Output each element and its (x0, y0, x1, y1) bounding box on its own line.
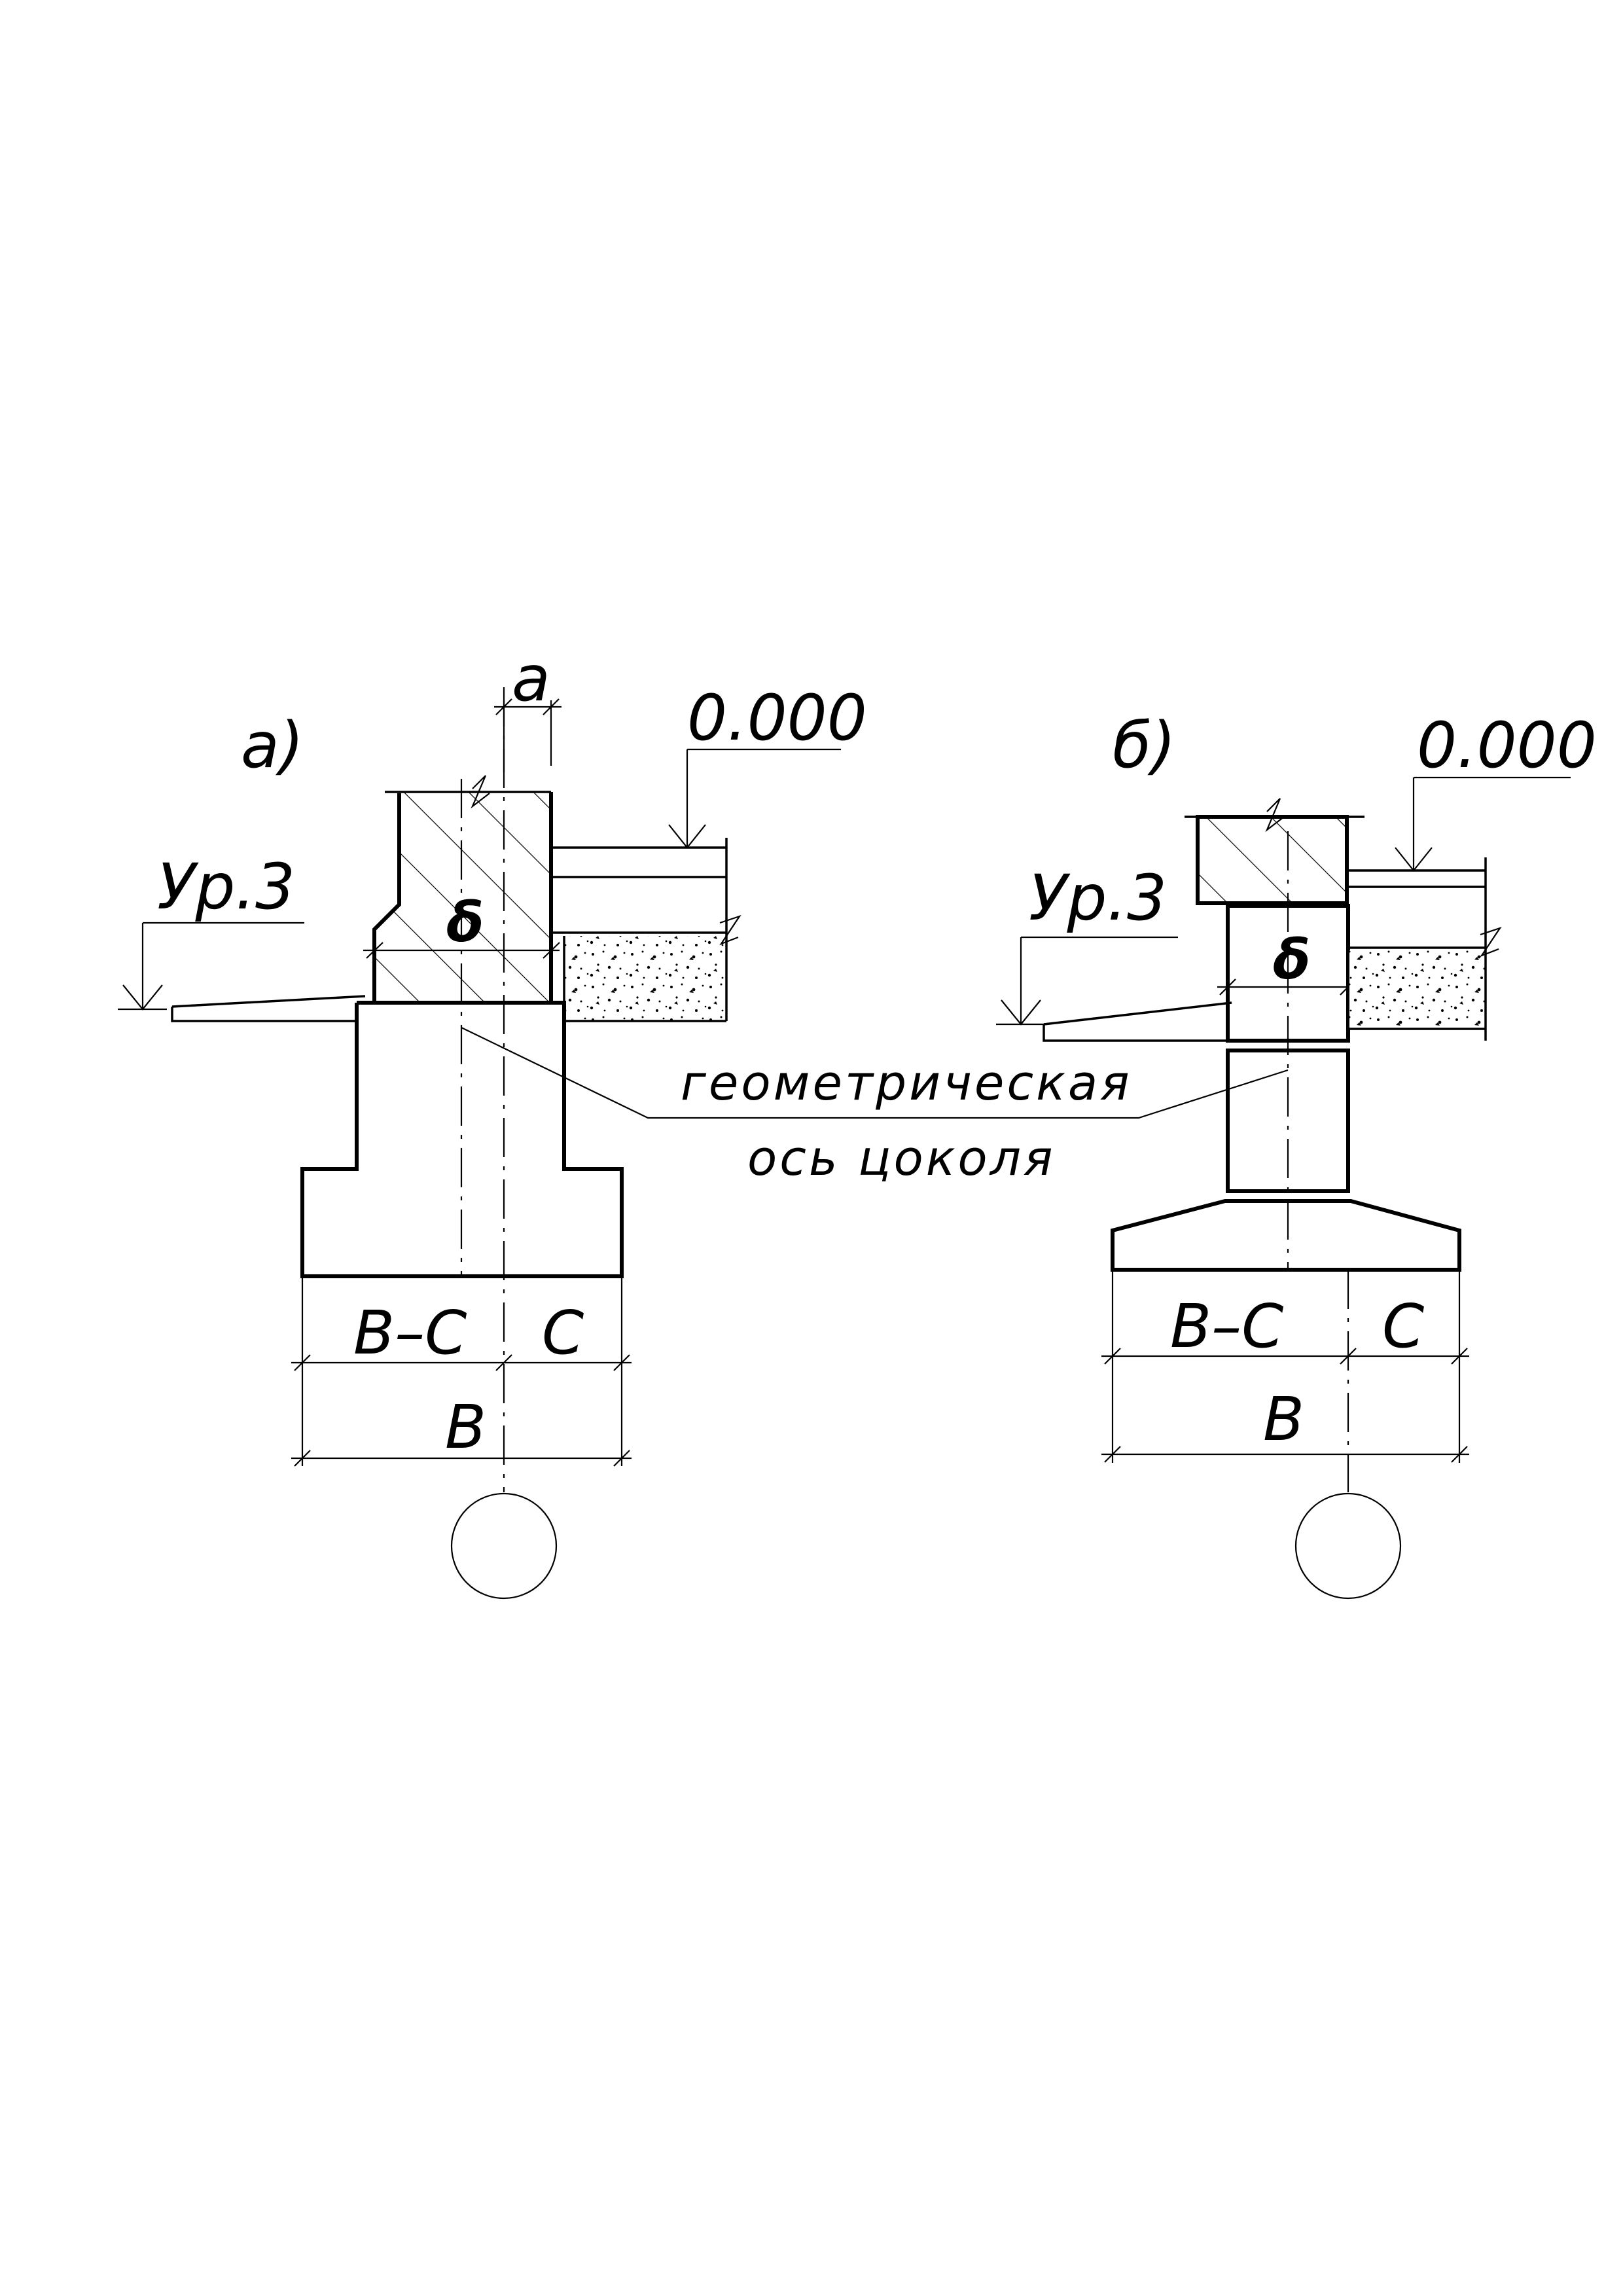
variant-b-floor (1348, 857, 1502, 1041)
variant-a-zero-level-label: 0.000 (687, 681, 867, 755)
variant-a-axis-marker (450, 1492, 558, 1600)
variant-a-floor (551, 838, 741, 1022)
variant-b-foundation (1111, 1049, 1461, 1272)
variant-b-dim-right: C (1382, 1291, 1424, 1361)
variant-a-wall-thickness: δ (446, 890, 484, 954)
variant-a-label: а) (241, 709, 304, 782)
variant-b-wall (1185, 798, 1364, 905)
variant-a: а) Ур.3 δ (118, 642, 867, 1600)
variant-a-dim-total: B (445, 1392, 486, 1462)
variant-a-dimensions: B–C C B (291, 1276, 632, 1467)
variant-b-ground-level-label: Ур.3 (1029, 861, 1167, 935)
geometric-axis-callout: геометрическая ось цоколя (461, 1027, 1289, 1187)
variant-a-dim-left: B–C (353, 1298, 467, 1368)
variant-b-wall-thickness: δ (1273, 927, 1311, 992)
variant-b-dimensions: B–C C B (1101, 1270, 1469, 1463)
variant-b: б) Ур.3 δ (996, 709, 1597, 1600)
variant-b-blind-area (1043, 1001, 1232, 1042)
variant-a-ground-level-mark: Ур.3 (118, 850, 304, 1011)
callout-line-1: геометрическая (681, 1055, 1132, 1111)
variant-b-ground-level-mark: Ур.3 (996, 861, 1178, 1026)
variant-b-dim-left: B–C (1170, 1291, 1283, 1361)
variant-b-zero-level-label: 0.000 (1417, 709, 1597, 782)
variant-b-dim-total: B (1263, 1384, 1304, 1454)
variant-a-blind-area (171, 995, 366, 1022)
variant-b-axis-marker (1294, 1492, 1402, 1600)
variant-a-ground-level-label: Ур.3 (157, 850, 295, 924)
variant-b-zero-level-mark: 0.000 (1395, 709, 1597, 872)
variant-b-label: б) (1113, 709, 1176, 782)
callout-line-2: ось цоколя (747, 1130, 1056, 1187)
variant-a-wall: δ (363, 775, 560, 1003)
variant-a-zero-level-mark: 0.000 (668, 681, 867, 849)
variant-a-dim-right: C (542, 1298, 584, 1368)
variant-a-offset-symbol: a (512, 642, 550, 715)
